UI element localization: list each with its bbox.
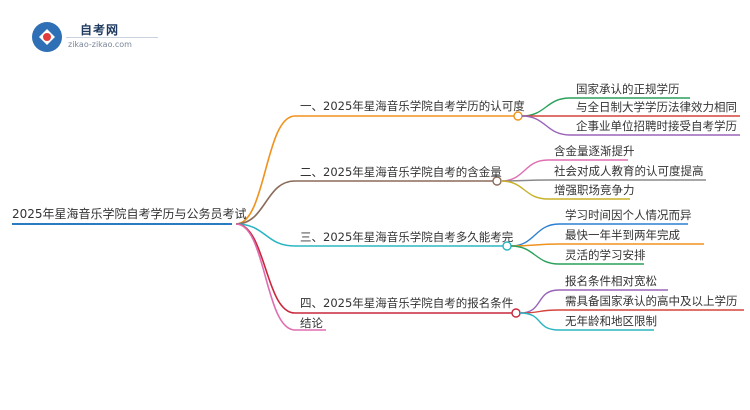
branch-label-5[interactable]: 结论 — [300, 316, 323, 330]
branch-label-4[interactable]: 四、2025年星海音乐学院自考的报名条件 — [300, 296, 514, 310]
logo-divider — [66, 37, 158, 38]
leaf-label-3-3[interactable]: 灵活的学习安排 — [565, 248, 646, 262]
logo-mark-icon — [32, 22, 62, 52]
site-logo[interactable]: 自考网 zikao-zikao.com — [30, 18, 170, 58]
branch-link-5 — [235, 223, 296, 331]
leaf-link-3-3 — [510, 245, 560, 265]
leaf-label-3-2[interactable]: 最快一年半到两年完成 — [565, 228, 680, 242]
leaf-link-2-1 — [500, 159, 549, 182]
site-url: zikao-zikao.com — [68, 40, 132, 49]
leaf-label-3-1[interactable]: 学习时间因个人情况而异 — [565, 208, 692, 222]
root-node-label[interactable]: 2025年星海音乐学院自考学历与公务员考试 — [12, 207, 247, 221]
branch-link-2 — [235, 180, 296, 225]
leaf-link-1-1 — [521, 97, 571, 117]
leaf-link-3-1 — [510, 223, 560, 247]
leaf-label-1-3[interactable]: 企事业单位招聘时接受自考学历 — [576, 119, 737, 133]
leaf-link-1-3 — [521, 115, 571, 136]
leaf-label-4-2[interactable]: 需具备国家承认的高中及以上学历 — [565, 294, 738, 308]
leaf-label-2-1[interactable]: 含金量逐渐提升 — [554, 144, 635, 158]
branch-label-2[interactable]: 二、2025年星海音乐学院自考的含金量 — [300, 165, 502, 179]
branch-node-1 — [513, 111, 523, 121]
leaf-label-2-3[interactable]: 增强职场竞争力 — [554, 183, 635, 197]
site-name: 自考网 — [80, 23, 120, 37]
branch-link-4 — [235, 223, 296, 314]
branch-link-1 — [235, 115, 296, 225]
leaf-label-2-2[interactable]: 社会对成人教育的认可度提高 — [554, 164, 704, 178]
branch-label-1[interactable]: 一、2025年星海音乐学院自考学历的认可度 — [300, 99, 525, 113]
leaf-link-4-3 — [519, 312, 560, 331]
leaf-label-1-1[interactable]: 国家承认的正规学历 — [576, 82, 680, 96]
branch-node-4 — [511, 308, 521, 318]
branch-label-3[interactable]: 三、2025年星海音乐学院自考多久能考完 — [300, 230, 514, 244]
leaf-label-4-1[interactable]: 报名条件相对宽松 — [565, 274, 657, 288]
leaf-link-4-2 — [519, 309, 560, 314]
leaf-label-1-2[interactable]: 与全日制大学学历法律效力相同 — [576, 100, 737, 114]
leaf-link-2-3 — [500, 180, 549, 200]
leaf-label-4-3[interactable]: 无年龄和地区限制 — [565, 314, 657, 328]
branch-link-3 — [235, 223, 296, 247]
